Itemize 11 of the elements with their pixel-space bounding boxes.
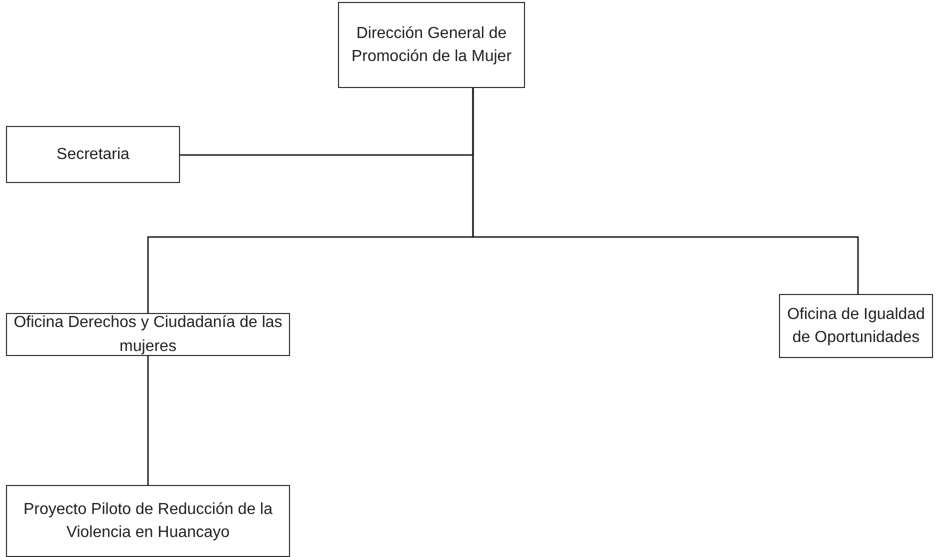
- connector-line: [472, 88, 859, 294]
- org-unit-box: [779, 294, 933, 358]
- unit-name: Oficina Derechos y Ciudadanía de las mujeres: [12, 313, 284, 356]
- connector-line: [147, 356, 149, 485]
- unit-name: Proyecto Piloto de Reducción de la Violencia en Huancayo: [22, 500, 274, 543]
- org-unit-box: [6, 485, 290, 557]
- org-unit-box: [6, 126, 180, 183]
- unit-name: Oficina de Igualdad de Oportunidades: [786, 304, 926, 348]
- unit-name: Secretaria: [56, 144, 130, 165]
- unit-name: Dirección General de Promoción de la Mujer: [350, 24, 513, 67]
- org-unit-box: [338, 2, 525, 88]
